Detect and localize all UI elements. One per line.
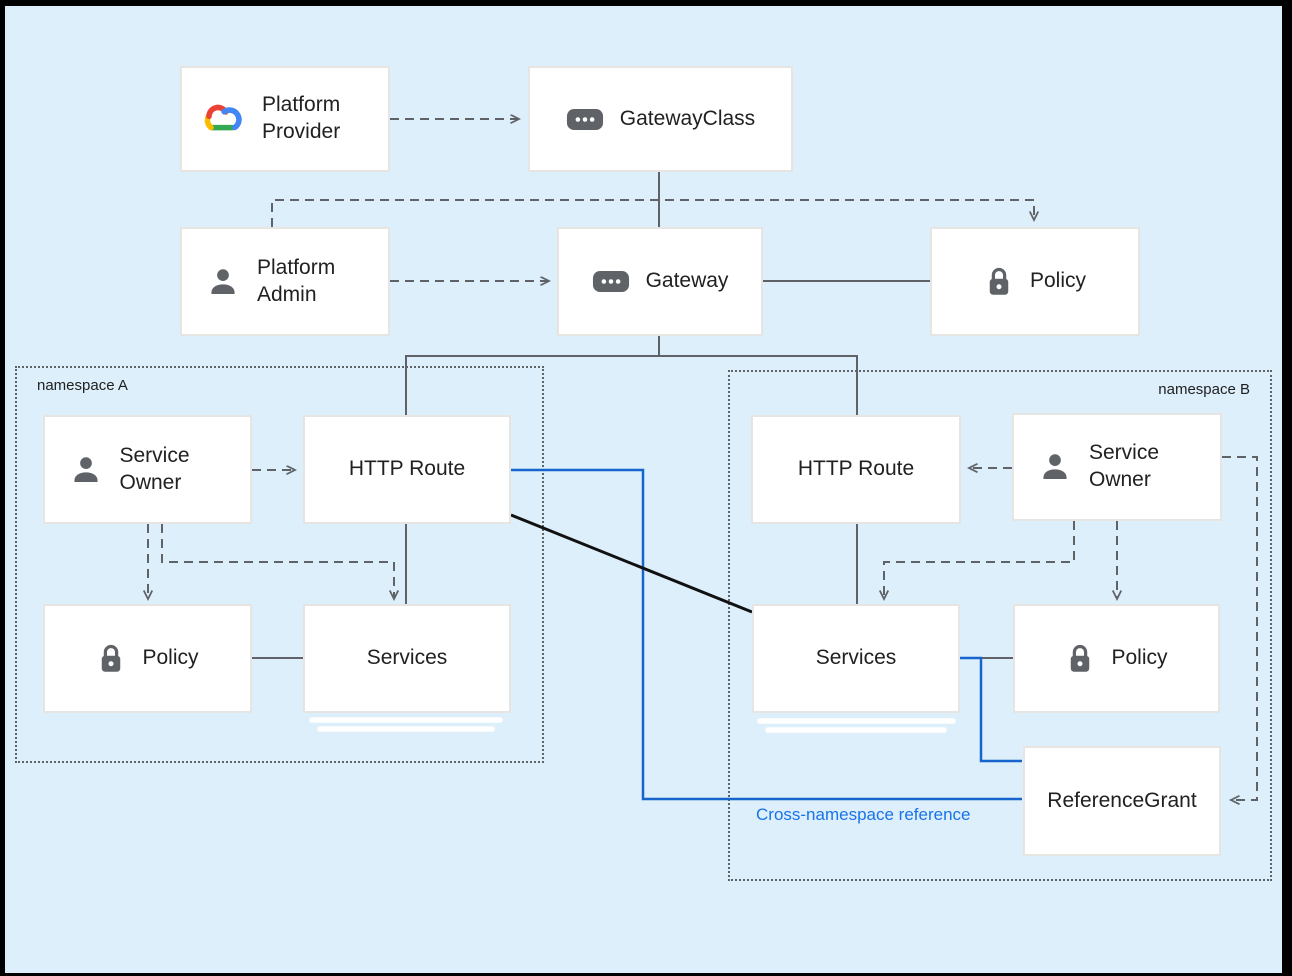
- frame-border-left: [0, 0, 5, 976]
- node-gatewayclass: GatewayClass: [528, 66, 793, 172]
- frame-border-right: [1282, 0, 1292, 976]
- frame-border-top: [0, 0, 1292, 6]
- edge-gateway-httproutes: [405, 355, 858, 415]
- edge-owner-b-referencegrant: [1222, 456, 1258, 800]
- lock-icon: [1065, 642, 1095, 675]
- node-policy-b: Policy: [1013, 604, 1220, 713]
- node-label: Policy: [1111, 646, 1168, 670]
- node-label: Service Owner: [119, 443, 190, 494]
- namespace-a-boundary: namespace A: [15, 366, 544, 763]
- node-service-owner-a: Service Owner: [43, 415, 252, 524]
- lock-icon: [96, 642, 126, 675]
- lock-icon: [984, 265, 1014, 298]
- person-icon: [68, 452, 104, 488]
- node-reference-grant: ReferenceGrant: [1023, 746, 1221, 856]
- node-label: Gateway: [645, 269, 729, 293]
- node-label: GatewayClass: [619, 106, 756, 130]
- resource-chip-icon: [566, 108, 604, 131]
- node-label: Services: [815, 646, 897, 670]
- node-platform-admin: Platform Admin: [180, 227, 390, 336]
- namespace-b-label: namespace B: [1158, 381, 1250, 398]
- node-policy-a: Policy: [43, 604, 252, 713]
- namespace-b-boundary: namespace B: [728, 370, 1272, 881]
- person-icon: [1037, 449, 1073, 485]
- node-label: Platform Provider: [262, 93, 341, 143]
- node-service-owner-b: Service Owner: [1012, 413, 1222, 521]
- node-gateway: Gateway: [557, 227, 763, 336]
- edge-owner-a-services-a: [161, 524, 394, 598]
- edge-httproute-a-referencegrant: [511, 468, 1022, 801]
- frame-border-bottom: [0, 973, 1292, 976]
- edge-owner-b-services-b: [884, 521, 1075, 598]
- person-icon: [205, 264, 241, 300]
- node-http-route-a: HTTP Route: [303, 415, 511, 524]
- node-label: HTTP Route: [348, 457, 466, 481]
- edge-admin-policy: [271, 199, 1034, 227]
- node-platform-provider: Platform Provider: [180, 66, 390, 172]
- node-label: Policy: [142, 646, 199, 670]
- node-label: Policy: [1029, 269, 1087, 293]
- node-services-b: Services: [752, 604, 960, 713]
- google-cloud-icon: [200, 101, 246, 137]
- cross-namespace-reference-label: Cross-namespace reference: [756, 805, 971, 824]
- namespace-a-label: namespace A: [37, 377, 128, 394]
- node-policy-top: Policy: [930, 227, 1140, 336]
- node-services-a: Services: [303, 604, 511, 713]
- resource-chip-icon: [592, 270, 630, 293]
- node-label: Platform Admin: [257, 255, 336, 306]
- node-label: Services: [366, 646, 448, 670]
- node-label: ReferenceGrant: [1047, 788, 1197, 812]
- node-label: Service Owner: [1089, 441, 1160, 491]
- edge-httproute-a-services-b: [510, 513, 753, 614]
- node-label: HTTP Route: [797, 457, 915, 481]
- node-http-route-b: HTTP Route: [751, 415, 961, 524]
- edge-services-b-referencegrant: [960, 656, 1022, 763]
